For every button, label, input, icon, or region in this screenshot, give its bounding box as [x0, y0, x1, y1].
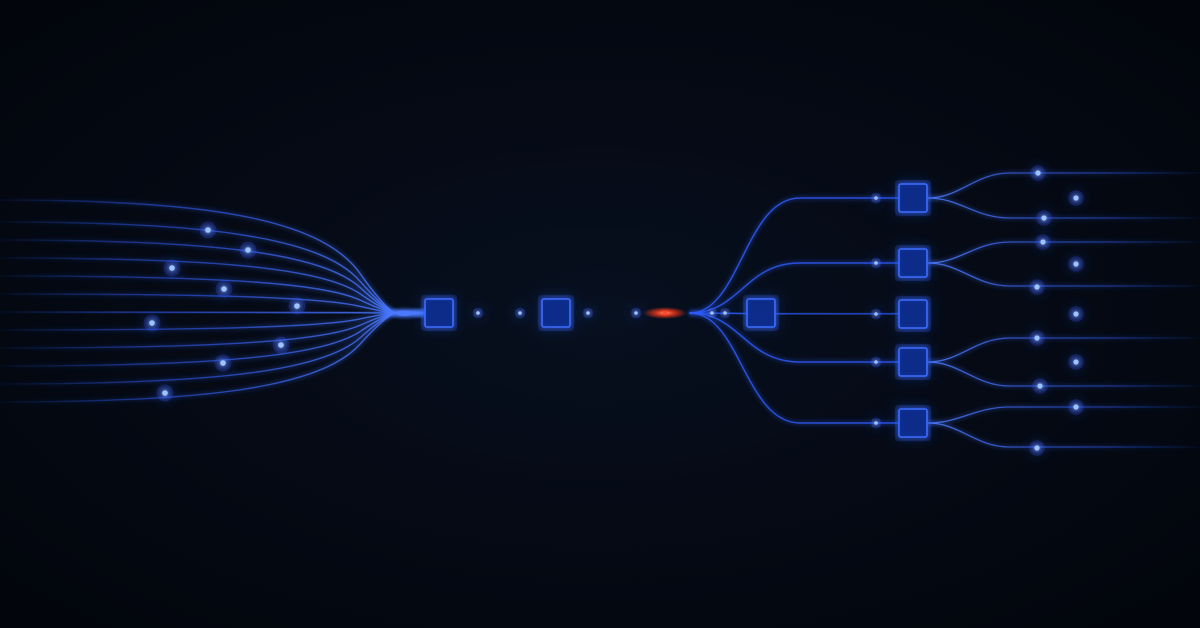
- output-stream-line: [927, 172, 1200, 199]
- branch-node: [898, 408, 928, 438]
- branch-signal-dot: [874, 196, 878, 200]
- trunk-signal-dot: [476, 311, 480, 315]
- input-signal-dot: [220, 360, 226, 366]
- input-stream-line: [0, 293, 426, 315]
- branch-signal-dot: [874, 312, 878, 316]
- output-signal-dot: [1034, 284, 1040, 290]
- input-stream-line: [0, 311, 426, 367]
- input-stream-line: [0, 257, 426, 315]
- input-signal-dot: [149, 320, 155, 326]
- output-stream-line: [927, 361, 1200, 387]
- hot-signal-dot: [663, 311, 667, 315]
- output-signal-dot: [1041, 215, 1047, 221]
- output-signal-dot: [1073, 195, 1079, 201]
- trunk-signal-dot: [723, 311, 727, 315]
- central-node: [424, 298, 454, 328]
- input-stream-line: [0, 311, 426, 331]
- branch-line: [689, 312, 899, 363]
- input-signal-dot: [162, 390, 168, 396]
- branch-node: [898, 299, 928, 329]
- output-stream-line: [927, 337, 1200, 363]
- output-stream-line: [927, 262, 1200, 287]
- branch-node: [898, 347, 928, 377]
- processing-nodes: [421, 180, 931, 441]
- trunk-signal-dot: [518, 311, 522, 315]
- branch-node: [898, 248, 928, 278]
- branch-signal-dot: [874, 261, 878, 265]
- output-signal-dot: [1037, 383, 1043, 389]
- output-stream-line: [927, 406, 1200, 424]
- branch-signal-dot: [874, 360, 878, 364]
- trunk-signal-dot: [710, 311, 714, 315]
- output-stream-line: [927, 241, 1200, 264]
- output-signal-dot: [1073, 311, 1079, 317]
- connection-lines: [0, 172, 1200, 448]
- central-node: [541, 298, 571, 328]
- input-signal-dot: [221, 286, 227, 292]
- branch-signal-dot: [874, 421, 878, 425]
- branch-line: [689, 312, 899, 424]
- input-signal-dot: [278, 342, 284, 348]
- trunk-signal-dot: [586, 311, 590, 315]
- input-signal-dot: [205, 227, 211, 233]
- input-stream-line: [0, 239, 426, 316]
- input-signal-dot: [245, 247, 251, 253]
- output-signal-dot: [1034, 335, 1040, 341]
- trunk-signal-dot: [634, 311, 638, 315]
- output-signal-dot: [1034, 445, 1040, 451]
- input-stream-line: [0, 311, 426, 314]
- central-node: [746, 298, 776, 328]
- output-signal-dot: [1073, 404, 1079, 410]
- output-signal-dot: [1035, 170, 1041, 176]
- output-signal-dot: [1073, 261, 1079, 267]
- output-stream-line: [927, 422, 1200, 448]
- input-signal-dot: [294, 303, 300, 309]
- branch-line: [689, 197, 899, 314]
- signal-dots: [143, 165, 1084, 456]
- output-signal-dot: [1073, 359, 1079, 365]
- input-stream-line: [0, 310, 426, 403]
- output-stream-line: [927, 197, 1200, 219]
- input-signal-dot: [169, 265, 175, 271]
- branch-line: [689, 262, 899, 314]
- output-signal-dot: [1040, 239, 1046, 245]
- branch-node: [898, 183, 928, 213]
